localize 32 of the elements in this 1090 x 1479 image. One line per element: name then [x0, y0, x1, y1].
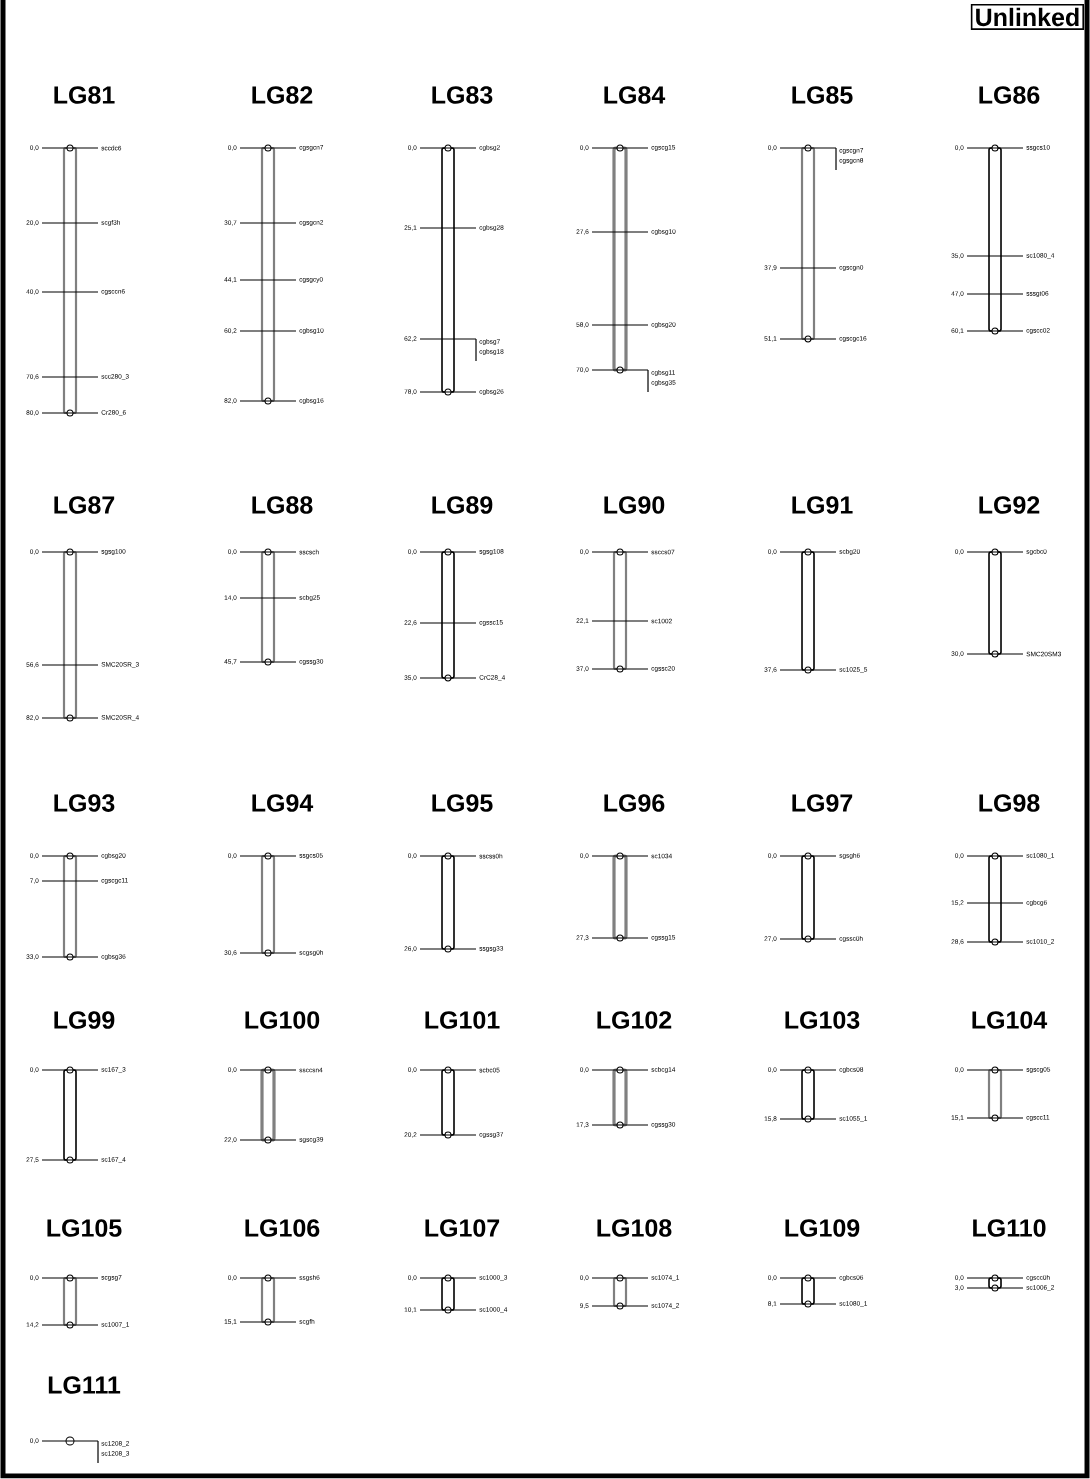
- group-heading: LG96: [604, 794, 665, 812]
- group-heading: LG91: [792, 496, 853, 514]
- group-heading: LG95: [432, 794, 493, 812]
- group-heading: LG97: [792, 794, 853, 812]
- group-heading: LG106: [245, 1219, 320, 1237]
- group-heading: LG98: [979, 794, 1040, 812]
- group-heading: LG105: [47, 1219, 122, 1237]
- group-heading: LG86: [979, 86, 1040, 104]
- group-heading: LG100: [245, 1011, 320, 1029]
- group-heading: LG99: [54, 1011, 115, 1029]
- group-heading: LG83: [432, 86, 493, 104]
- group-heading: LG111: [48, 1376, 121, 1394]
- group-heading: LG88: [252, 496, 313, 514]
- group-heading: LG89: [432, 496, 493, 514]
- group-heading: LG81: [54, 86, 115, 104]
- group-heading: LG110: [973, 1219, 1046, 1237]
- group-heading: LG109: [785, 1219, 860, 1237]
- title-box: Unlinked: [970, 4, 1084, 30]
- group-heading: LG107: [425, 1219, 500, 1237]
- group-heading: LG94: [252, 794, 314, 812]
- group-heading: LG84: [604, 86, 666, 104]
- group-heading: LG102: [597, 1011, 672, 1029]
- group-heading: LG87: [54, 496, 115, 514]
- group-heading: LG101: [425, 1011, 500, 1029]
- group-heading: LG82: [252, 86, 313, 104]
- group-heading: LG85: [792, 86, 853, 104]
- group-heading: LG104: [972, 1011, 1048, 1029]
- group-heading: LG92: [979, 496, 1040, 514]
- group-heading: LG90: [604, 496, 665, 514]
- group-heading: LG93: [54, 794, 115, 812]
- group-heading: LG103: [785, 1011, 860, 1029]
- group-heading: LG108: [597, 1219, 672, 1237]
